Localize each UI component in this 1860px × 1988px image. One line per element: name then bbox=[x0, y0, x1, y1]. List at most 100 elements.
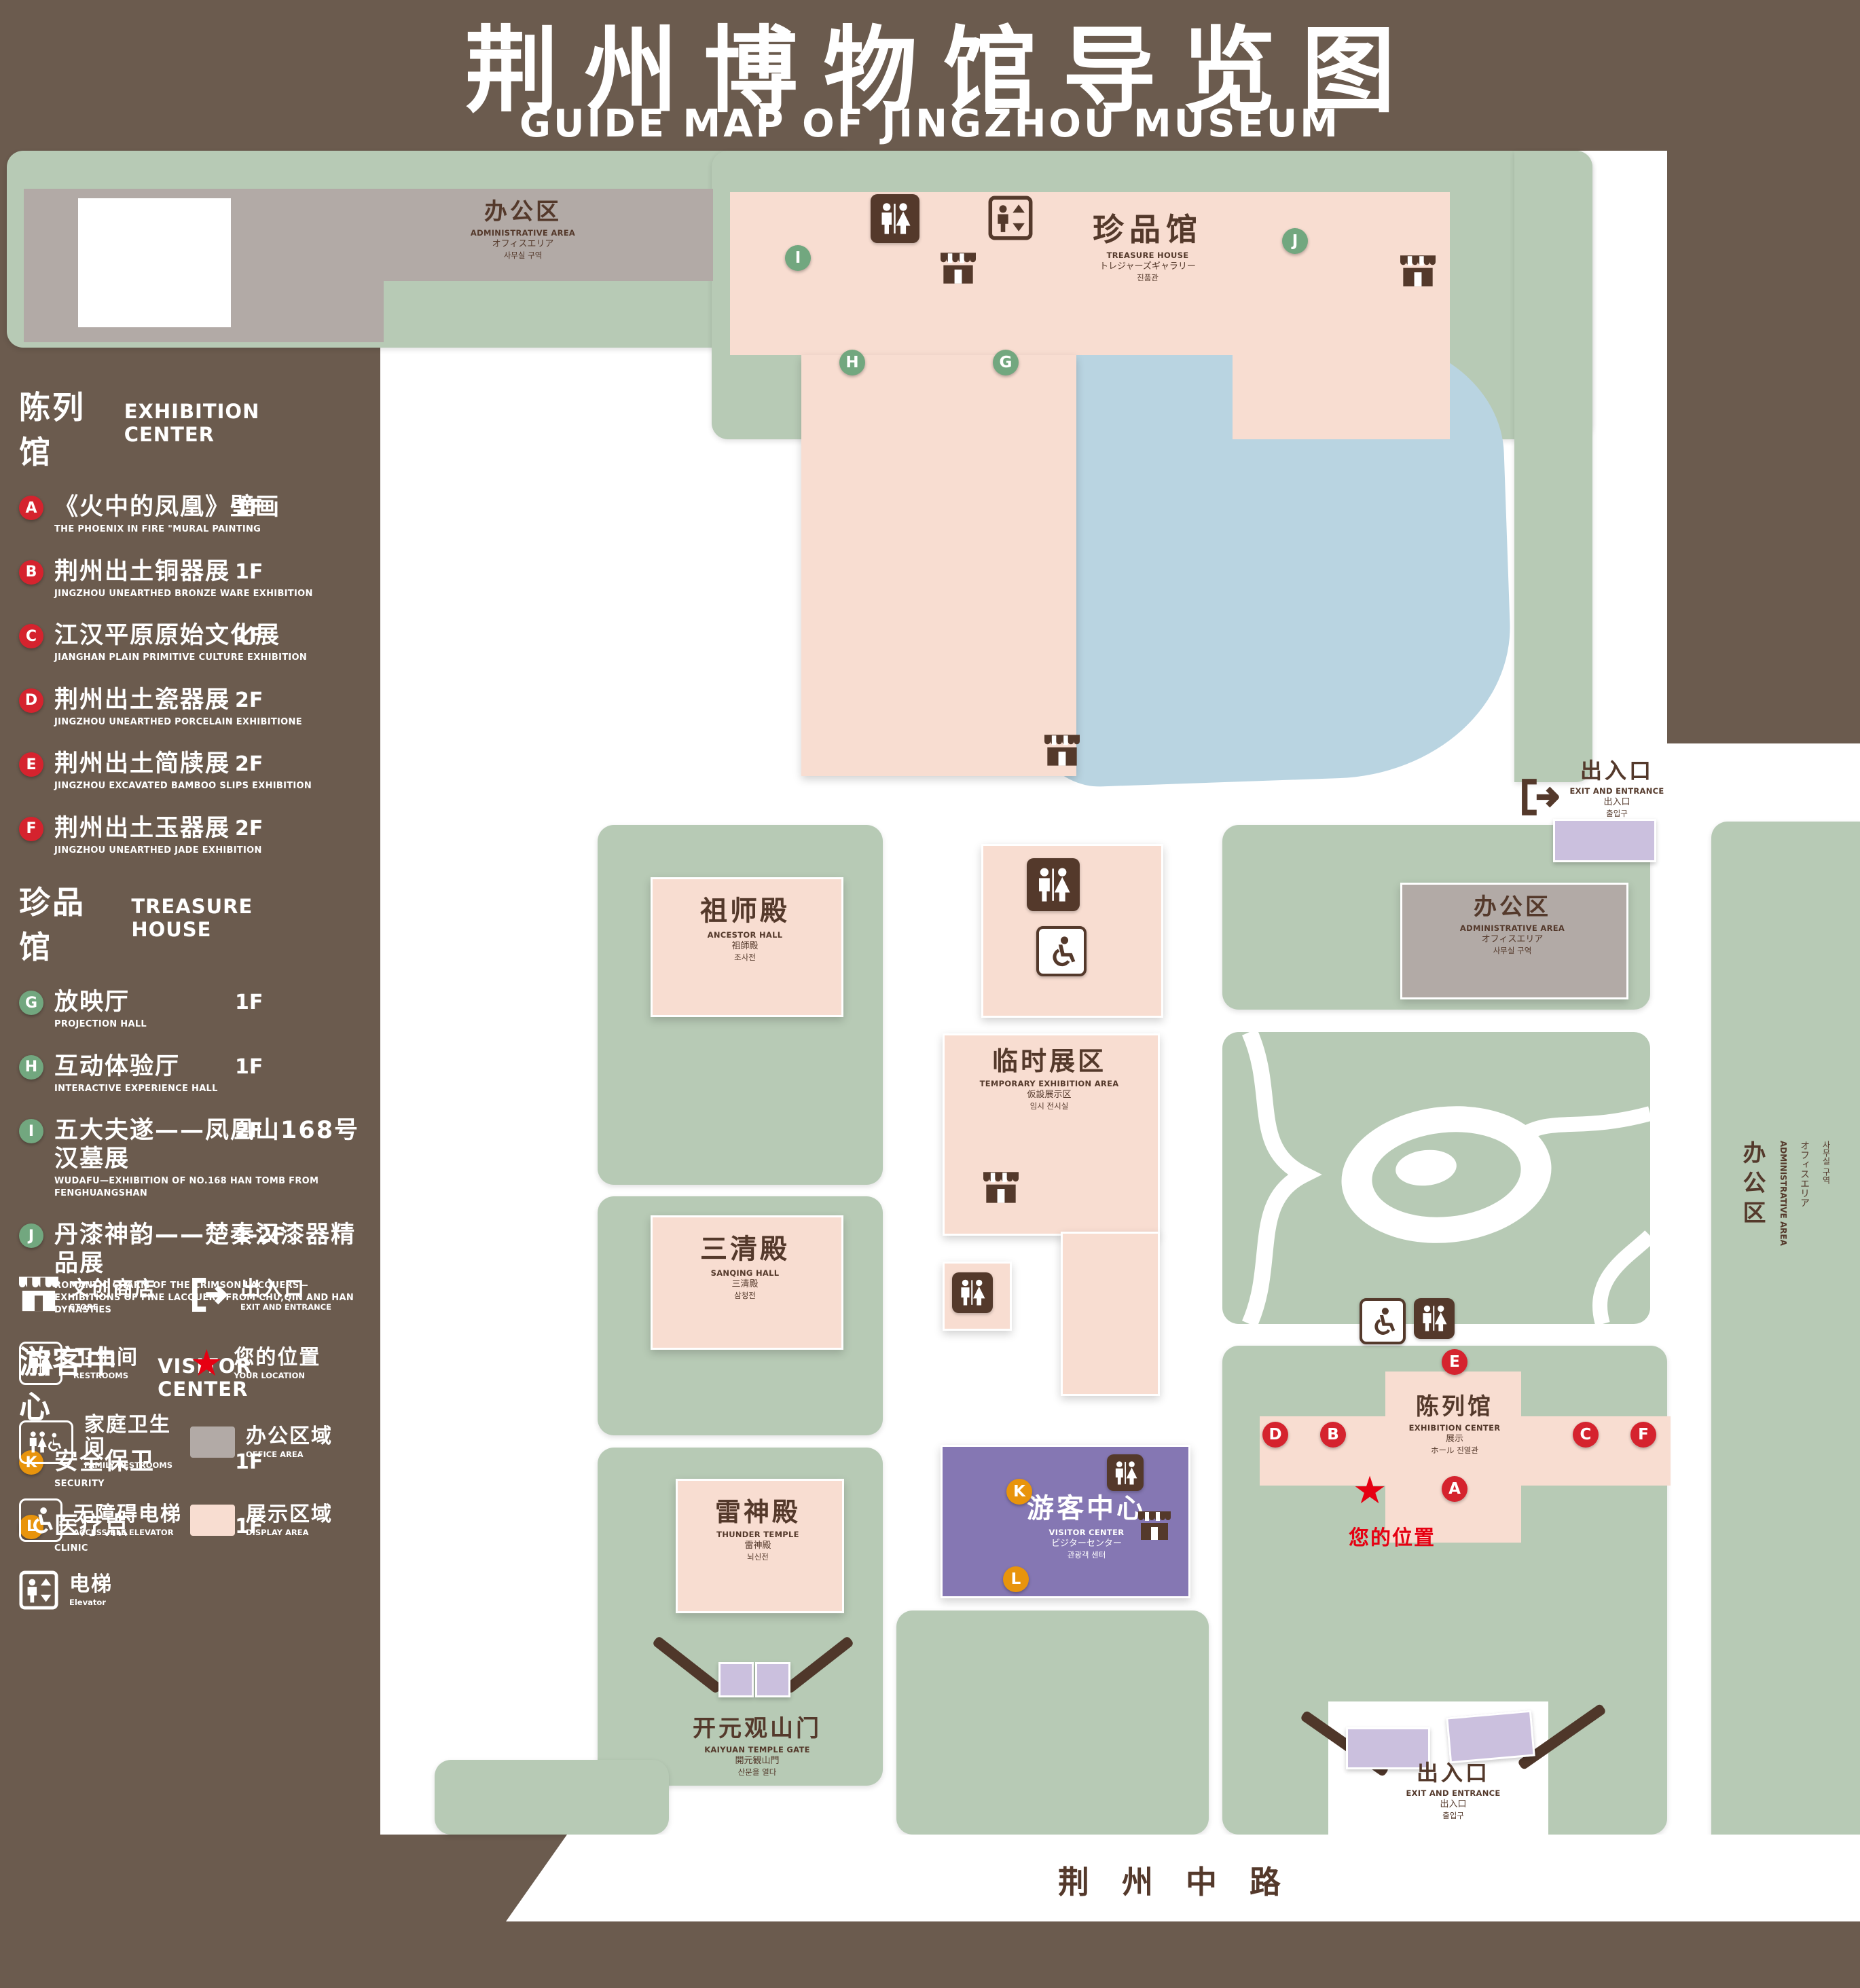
green-area-pond-east bbox=[1514, 151, 1592, 782]
green-area-gate-west bbox=[435, 1760, 669, 1835]
visitor-center-building bbox=[941, 1445, 1190, 1598]
garden-area bbox=[1222, 1032, 1650, 1324]
restroom-icon bbox=[1027, 858, 1080, 911]
list-item: H 互动体验厅 INTERACTIVE EXPERIENCE HALL 1F bbox=[19, 1052, 338, 1095]
marker-I: I bbox=[785, 245, 811, 271]
exit-south-building-east bbox=[1446, 1710, 1535, 1764]
sanqing-hall-building bbox=[651, 1215, 843, 1350]
exit-south-label: 出入口 EXIT AND ENTRANCE 出入口 출입구 bbox=[1406, 1760, 1501, 1820]
section-visitor-center: 游客中心 VISITOR CENTER bbox=[19, 1344, 252, 1426]
admin-top-left-label: 办公区 ADMINISTRATIVE AREA オフィスエリア 사무실 구역 bbox=[470, 198, 576, 261]
store-icon bbox=[983, 1172, 1019, 1204]
floor-badge: 2F bbox=[235, 1119, 263, 1143]
exit-northeast-label: 出入口 EXIT AND ENTRANCE 出入口 출입구 bbox=[1569, 758, 1664, 818]
list-item: C 江汉平原原始文化展 JIANGHAN PLAIN PRIMITIVE CUL… bbox=[19, 621, 338, 664]
marker-H: H bbox=[19, 1054, 43, 1080]
legend-your-location: ★ 您的位置 YOUR LOCATION bbox=[190, 1342, 321, 1384]
marker-I: I bbox=[19, 1119, 43, 1144]
thunder-temple-building bbox=[676, 1479, 844, 1613]
legend-store: 文创商店 STORE bbox=[19, 1276, 190, 1313]
marker-D: D bbox=[1262, 1422, 1288, 1448]
your-location-star-icon: ★ bbox=[1353, 1469, 1387, 1513]
restroom-icon bbox=[1107, 1454, 1144, 1491]
floor-badge: 1F bbox=[235, 496, 263, 519]
restroom-icon bbox=[952, 1272, 993, 1313]
legend-display-area: 展示区域 DISPLAY AREA bbox=[190, 1498, 361, 1542]
legend-sidebar: 陈列馆 EXHIBITION CENTER A 《火中的凤凰》壁画 THE PH… bbox=[19, 367, 358, 1576]
marker-J: J bbox=[1282, 228, 1308, 254]
your-location-label: 您的位置 bbox=[1349, 1526, 1436, 1550]
exit-icon bbox=[1520, 778, 1562, 816]
green-area-east-strip bbox=[1711, 822, 1860, 1902]
gate-pavilion-west bbox=[718, 1662, 754, 1697]
road bbox=[506, 1835, 1860, 1921]
list-item: A 《火中的凤凰》壁画 THE PHOENIX IN FIRE "MURAL P… bbox=[19, 493, 338, 536]
restroom-icon bbox=[871, 194, 919, 243]
marker-A: A bbox=[19, 496, 43, 520]
floor-badge: 2F bbox=[235, 816, 263, 841]
treasure-house-label: 珍品馆 TREASURE HOUSE トレジャーズギャラリー 진품관 bbox=[1093, 211, 1203, 282]
legend-exit: 出入口 EXIT AND ENTRANCE bbox=[190, 1276, 361, 1313]
store-icon bbox=[941, 253, 976, 285]
admin-building-east bbox=[1400, 883, 1628, 999]
marker-G: G bbox=[993, 350, 1019, 375]
marker-L: L bbox=[1003, 1566, 1029, 1592]
exit-south-building-west bbox=[1346, 1727, 1430, 1769]
floor-badge: 2F bbox=[235, 688, 263, 712]
floor-badge: 1F bbox=[235, 991, 263, 1015]
marker-F: F bbox=[19, 816, 43, 841]
section-treasure-house: 珍品馆 TREASURE HOUSE bbox=[19, 884, 253, 966]
temporary-exhibition-annex bbox=[1061, 1232, 1160, 1396]
marker-J: J bbox=[19, 1223, 43, 1249]
store-icon bbox=[1044, 735, 1080, 767]
admin-east-label: 办公区 ADMINISTRATIVE AREA オフィスエリア 사무실 구역 bbox=[1459, 894, 1565, 956]
marker-C: C bbox=[1573, 1422, 1599, 1448]
marker-H: H bbox=[839, 350, 865, 375]
legend-restroom: 卫生间 RESTROOMS bbox=[19, 1342, 190, 1385]
icon-legend: 文创商店 STORE 出入口 EXIT AND ENTRANCE 卫生间 RES… bbox=[19, 1276, 365, 1610]
accessible-elevator-icon bbox=[19, 1498, 62, 1542]
list-item: E 荆州出土简牍展 JINGZHOU EXCAVATED BAMBOO SLIP… bbox=[19, 750, 338, 792]
visitor-center-label: 游客中心 VISITOR CENTER ビジターセンター 관광객 센터 bbox=[1027, 1493, 1146, 1560]
floor-badge: 1F bbox=[235, 559, 263, 584]
exit-icon bbox=[190, 1277, 230, 1312]
accessible-restroom-icon bbox=[1036, 926, 1087, 976]
restroom-icon bbox=[19, 1342, 62, 1385]
floor-badge: 1-2F bbox=[235, 1223, 286, 1248]
admin-courtyard bbox=[78, 198, 231, 327]
marker-C: C bbox=[19, 624, 43, 649]
floor-badge: 1F bbox=[235, 624, 263, 648]
legend-elevator: 电梯 Elevator bbox=[19, 1570, 190, 1610]
gate-p avilion-east bbox=[755, 1662, 790, 1697]
legend-office-area: 办公区域 OFFICE AREA bbox=[190, 1414, 361, 1470]
store-icon bbox=[19, 1276, 58, 1313]
floor-badge: 1F bbox=[235, 1054, 263, 1079]
marker-K: K bbox=[1006, 1479, 1032, 1505]
marker-D: D bbox=[19, 688, 43, 713]
page-subtitle: GUIDE MAP OF JINGZHOU MUSEUM bbox=[519, 102, 1341, 146]
floor-badge: 1F bbox=[235, 1514, 263, 1539]
elevator-icon bbox=[19, 1570, 58, 1610]
marker-E: E bbox=[1442, 1349, 1467, 1375]
ancestor-hall-label: 祖师殿 ANCESTOR HALL 祖師殿 조사전 bbox=[700, 896, 790, 962]
list-item: J 丹漆神韵——楚秦汉漆器精品展 ROMANTIC CHARM OF THE C… bbox=[19, 1221, 354, 1316]
temporary-exhibition-label: 临时展区 TEMPORARY EXHIBITION AREA 仮設展示区 임시 … bbox=[979, 1046, 1119, 1111]
gate-label: 开元观山门 KAIYUAN TEMPLE GATE 開元観山門 산문을 열다 bbox=[693, 1715, 822, 1778]
marker-F: F bbox=[1630, 1422, 1656, 1448]
list-item: I 五大夫遂——凤凰山168号汉墓展 WUDAFU—EXHIBITION OF … bbox=[19, 1116, 358, 1199]
list-item: G 放映厅 PROJECTION HALL 1F bbox=[19, 988, 338, 1031]
section-exhibition-center: 陈列馆 EXHIBITION CENTER bbox=[19, 389, 260, 471]
list-item: B 荆州出土铜器展 JINGZHOU UNEARTHED BRONZE WARE… bbox=[19, 557, 338, 600]
elevator-icon bbox=[988, 196, 1033, 240]
marker-B: B bbox=[19, 559, 43, 585]
store-icon bbox=[1138, 1511, 1171, 1541]
floor-badge: 1F bbox=[235, 1450, 263, 1475]
green-area-visitor-south bbox=[896, 1610, 1209, 1835]
ancestor-hall-building bbox=[651, 877, 843, 1017]
floor-badge: 2F bbox=[235, 752, 263, 777]
list-item: D 荆州出土瓷器展 JINGZHOU UNEARTHED PORCELAIN E… bbox=[19, 686, 338, 729]
display-area-swatch bbox=[190, 1505, 235, 1536]
exit-northeast-building bbox=[1553, 819, 1656, 862]
marker-A: A bbox=[1442, 1476, 1467, 1502]
